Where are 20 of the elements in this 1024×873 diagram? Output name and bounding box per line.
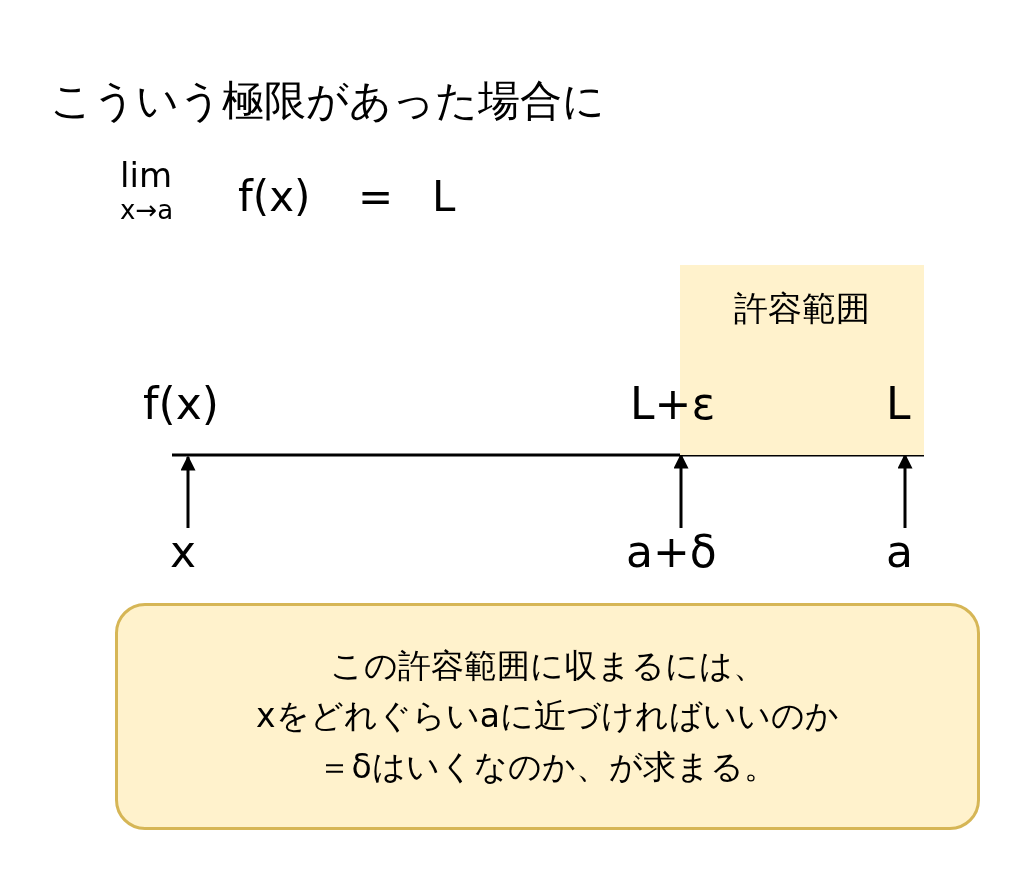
band-label: 許容範囲 — [733, 291, 871, 325]
note-text: ＝δはいくなのか、が求まる。 — [318, 748, 777, 785]
axis-label: f(x) — [143, 382, 219, 426]
math-text: = — [358, 176, 394, 218]
arrow — [897, 453, 913, 528]
math-subscript: x→a — [120, 197, 174, 223]
point-label: a — [886, 532, 924, 572]
point-label: x — [170, 532, 206, 572]
title: こういう極限があった場合に — [50, 80, 605, 122]
arrow — [673, 453, 689, 528]
point-label: a+δ — [626, 532, 730, 572]
axis-label: L — [886, 382, 911, 426]
math-text: L — [432, 176, 456, 218]
axis-label: L+ε — [630, 382, 716, 426]
math-text: f(x) — [238, 176, 311, 218]
math-text: lim — [120, 158, 172, 192]
note-text: この許容範囲に収まるには、 — [329, 648, 766, 685]
note-text: xをどれぐらいaに近づければいいのか — [256, 698, 839, 735]
note-box — [115, 603, 980, 830]
arrow — [180, 455, 196, 528]
